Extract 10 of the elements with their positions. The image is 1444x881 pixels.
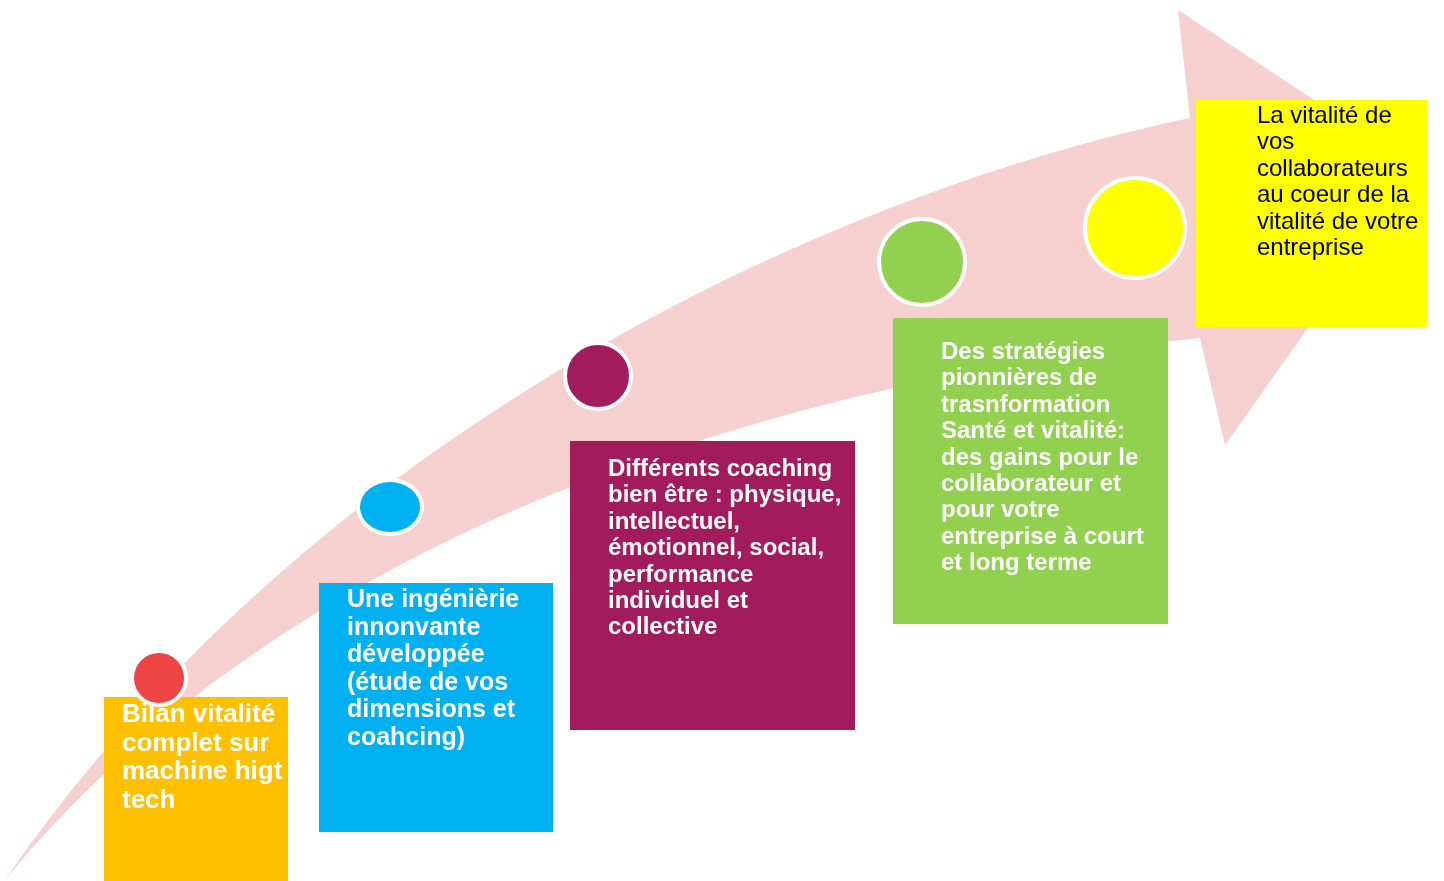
step-box [1196,100,1427,327]
step-text: Des stratégies pionnières de trasnformation Santé et vitalité: des gains pour le collaborateur et pour votre entreprise à court et long terme [941,338,1145,576]
step-box [893,318,1168,624]
step-text: Bilan vitalité complet sur machine higt tech [122,699,284,814]
step-box [570,441,855,730]
step-box [319,583,553,832]
step-text: La vitalité de vos collaborateurs au coeur de la vitalité de votre entreprise [1257,102,1420,261]
step-text: Une ingénièrie innonvante développée (étude de vos dimensions et coahcing) [347,585,521,750]
step-box [104,697,288,881]
step-text: Différents coaching bien être : physique, intellectuel, émotionnel, social, performance individuel et collective [608,455,843,640]
